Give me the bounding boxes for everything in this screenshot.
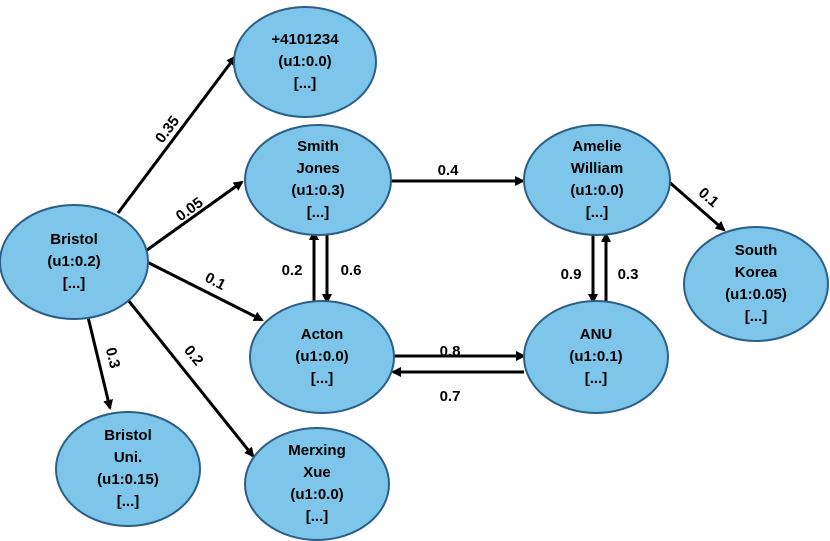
- node-phone: +4101234 (u1:0.0) [...]: [233, 6, 377, 118]
- node-label-line: (u1:0.1): [569, 348, 622, 365]
- node-label-line: +4101234: [271, 31, 339, 48]
- node-label-line: Amelie: [572, 138, 621, 155]
- node-label-line: Korea: [735, 264, 778, 281]
- edge-label-anu-to-amelie: 0.3: [618, 266, 639, 283]
- node-label-line: [...]: [745, 308, 768, 325]
- edge-label-amelie-to-anu: 0.9: [561, 266, 582, 283]
- node-label-line: Bristol: [104, 427, 152, 444]
- edge-label-anu-to-acton: 0.7: [440, 388, 461, 405]
- node-label-line: (u1:0.05): [725, 286, 787, 303]
- node-label-line: Jones: [296, 160, 339, 177]
- node-label-line: ANU: [580, 326, 613, 343]
- edge-label-smith-to-acton: 0.6: [341, 262, 362, 279]
- edge-amelie-to-korea: [667, 179, 726, 232]
- node-label-line: (u1:0.0): [290, 486, 343, 503]
- node-label-line: Smith: [297, 138, 339, 155]
- node-ellipse: [233, 6, 377, 118]
- node-ellipse: [249, 300, 395, 414]
- node-label-line: Uni.: [114, 449, 142, 466]
- node-label-line: [...]: [307, 204, 330, 221]
- node-ellipse: [683, 226, 829, 342]
- node-label-line: (u1:0.0): [278, 53, 331, 70]
- node-label-line: Merxing: [288, 442, 346, 459]
- node-label-line: Acton: [301, 326, 344, 343]
- edges-layer: [86, 55, 726, 458]
- node-ellipse: [244, 427, 390, 541]
- edge-label-bristol-to-uni: 0.3: [102, 346, 124, 370]
- node-label-line: [...]: [306, 508, 329, 525]
- node-acton: Acton (u1:0.0) [...]: [249, 300, 395, 414]
- node-label-line: [...]: [117, 493, 140, 510]
- edge-bristol-to-uni: [86, 316, 113, 410]
- edge-bristol-to-acton: [146, 260, 264, 322]
- node-label-line: William: [571, 160, 623, 177]
- node-ellipse: [523, 300, 669, 414]
- edge-label-bristol-to-merxing: 0.2: [180, 342, 206, 369]
- node-label-line: Bristol: [50, 231, 98, 248]
- node-anu: ANU (u1:0.1) [...]: [523, 300, 669, 414]
- node-ellipse: [244, 124, 392, 236]
- node-ellipse: [0, 204, 149, 320]
- node-ellipse: [55, 411, 201, 527]
- edge-bristol-to-smith: [146, 180, 244, 252]
- node-ellipse: [523, 124, 671, 236]
- edge-bristol-to-merxing: [126, 299, 255, 458]
- node-label-line: [...]: [586, 204, 609, 221]
- edge-label-acton-to-smith: 0.2: [282, 262, 303, 279]
- node-label-line: (u1:0.0): [570, 182, 623, 199]
- edge-label-bristol-to-phone: 0.35: [152, 113, 183, 147]
- node-label-line: [...]: [294, 75, 317, 92]
- node-label-line: (u1:0.0): [295, 348, 348, 365]
- node-label-line: Xue: [303, 464, 331, 481]
- node-label-line: [...]: [585, 370, 608, 387]
- node-label-line: (u1:0.15): [97, 471, 159, 488]
- node-label-line: [...]: [311, 370, 334, 387]
- edge-label-acton-to-anu: 0.8: [440, 343, 461, 360]
- node-label-line: (u1:0.2): [47, 253, 100, 270]
- node-label-line: [...]: [63, 275, 86, 292]
- node-label-line: South: [735, 242, 778, 259]
- node-label-line: (u1:0.3): [291, 182, 344, 199]
- edge-bristol-to-phone: [116, 55, 237, 214]
- edge-label-smith-to-amelie: 0.4: [438, 162, 460, 179]
- node-bristol: Bristol (u1:0.2) [...]: [0, 204, 149, 320]
